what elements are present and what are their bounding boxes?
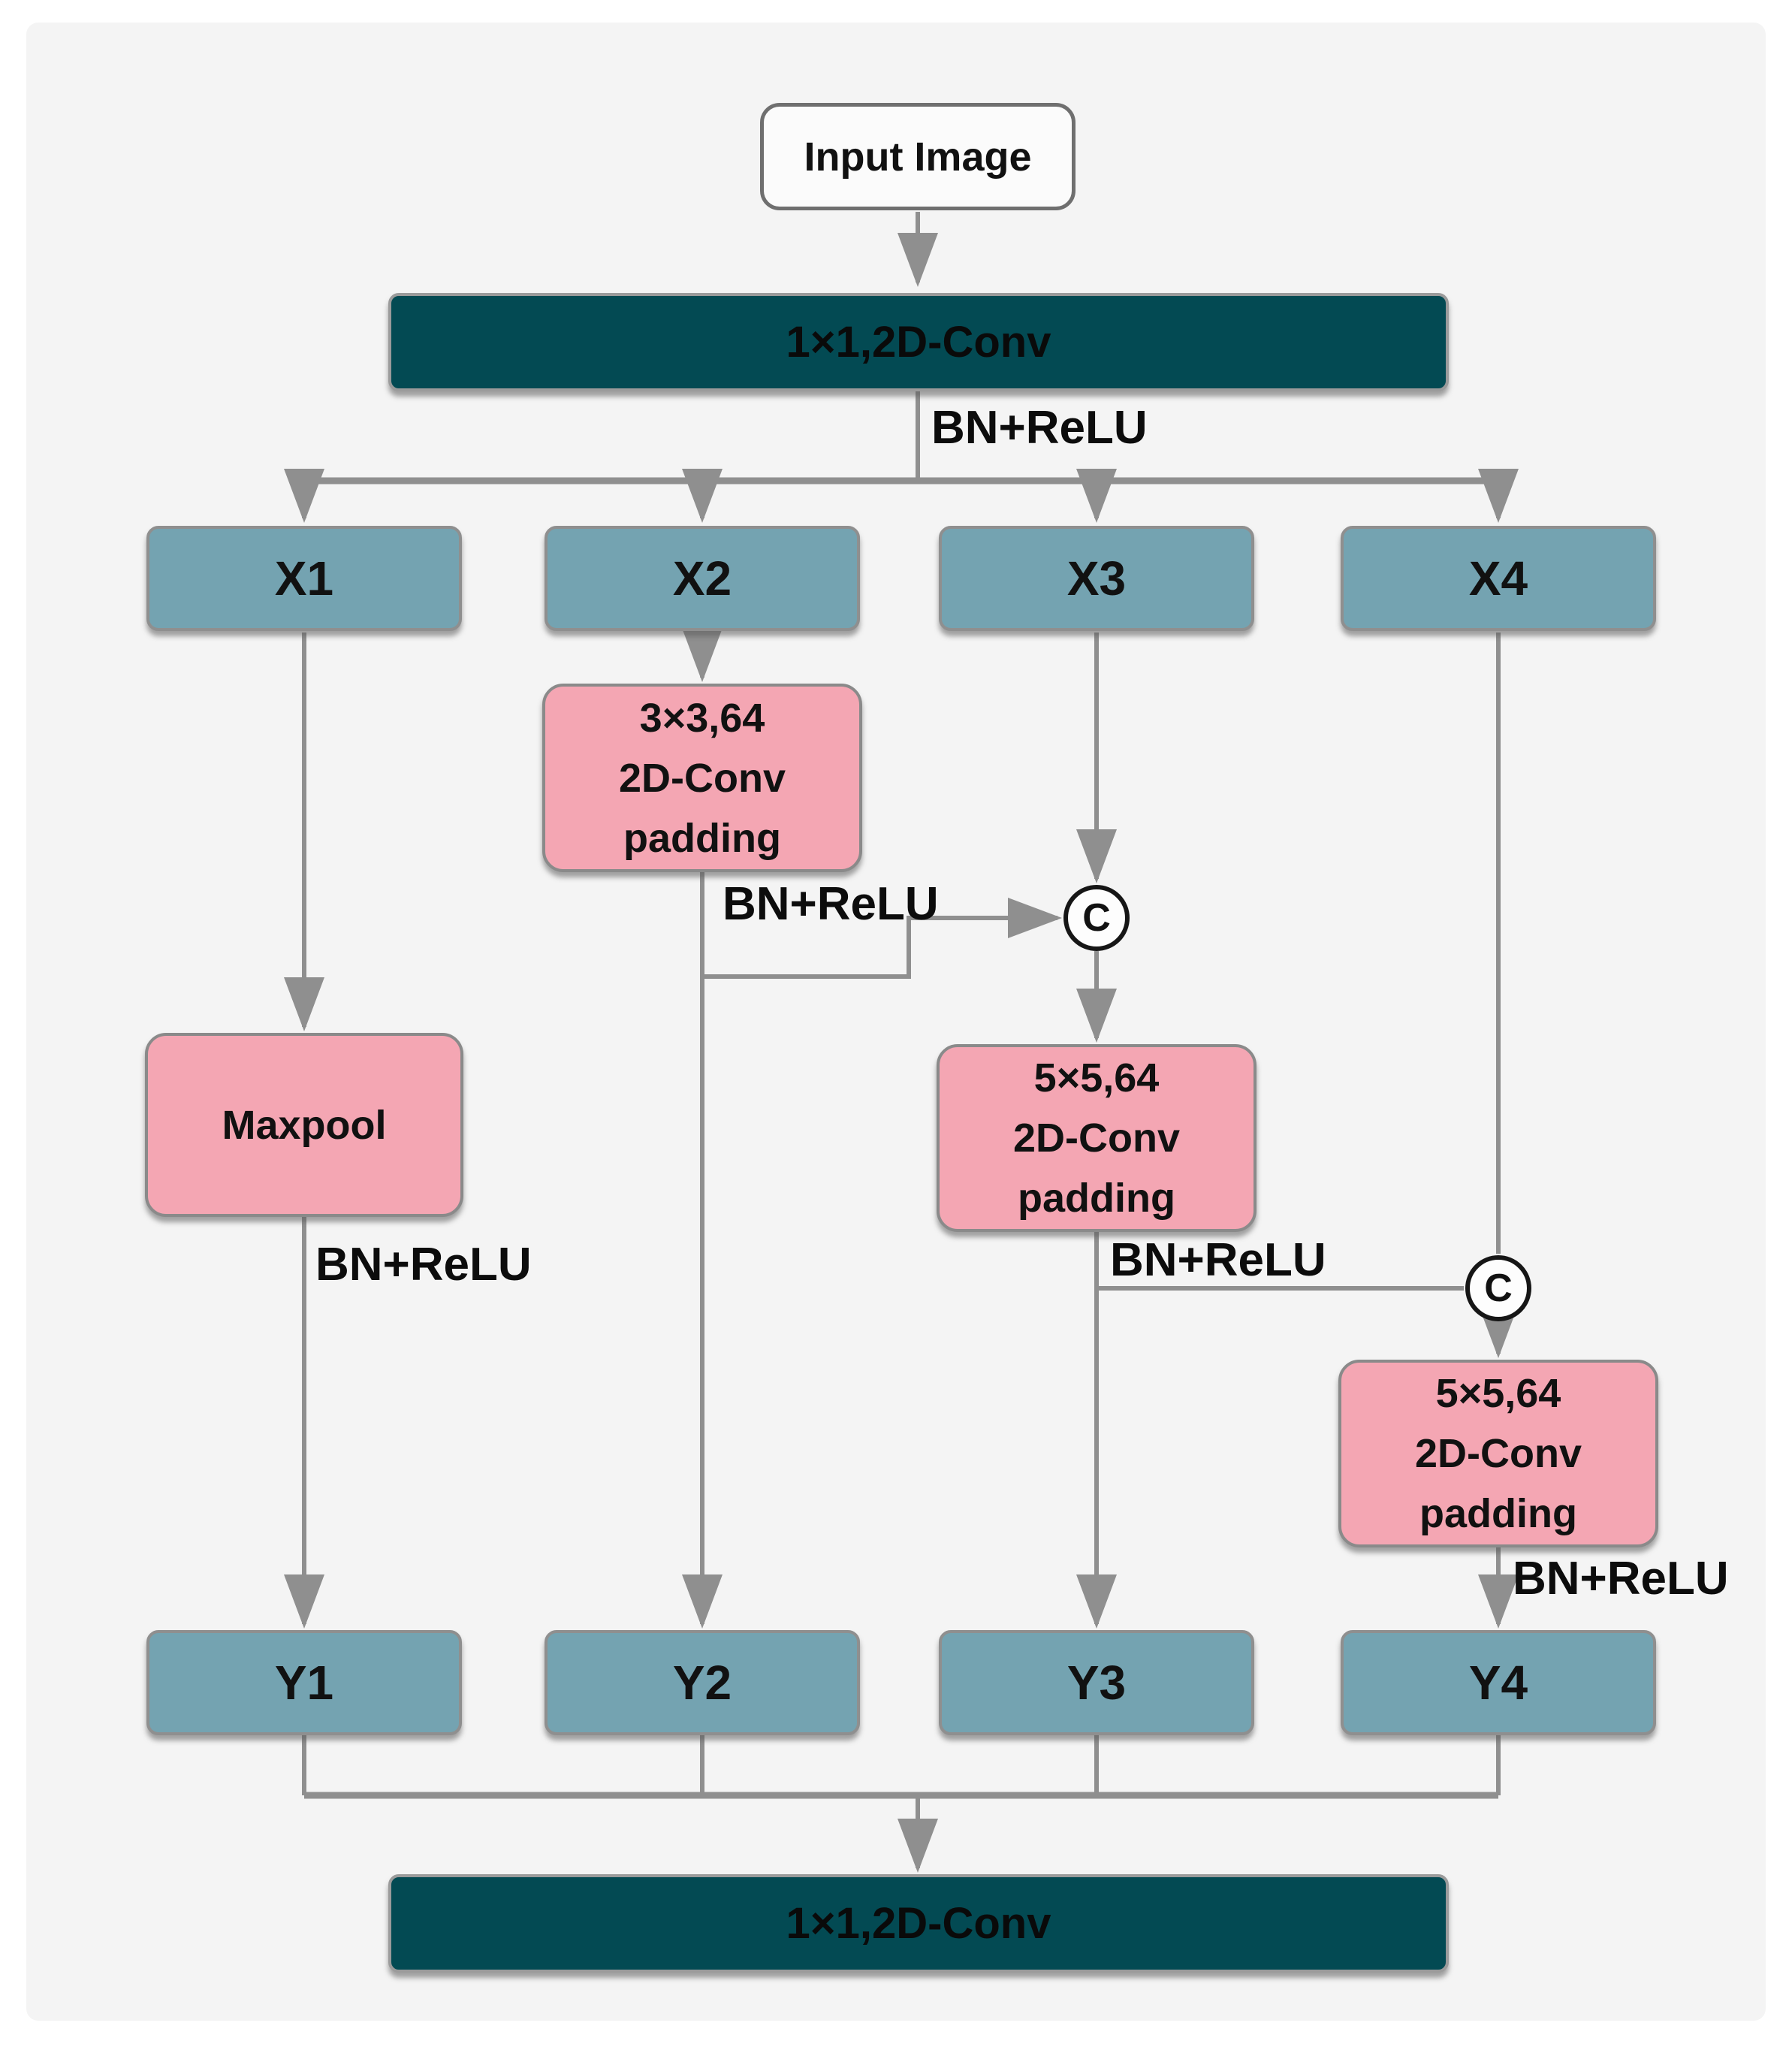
y3-label: Y3	[1066, 1656, 1127, 1710]
conv-5x5-a-line3: padding	[1018, 1176, 1175, 1221]
bn-relu-label-conv5x5b: BN+ReLU	[1513, 1553, 1729, 1605]
conv-3x3-line2: 2D-Conv	[618, 755, 786, 801]
x4-label: X4	[1468, 551, 1528, 605]
conv-3x3-node: 3×3,64 2D-Conv padding	[542, 684, 862, 872]
concat-1-label: C	[1082, 896, 1111, 940]
x4-node: X4	[1341, 526, 1656, 631]
x3-label: X3	[1066, 551, 1127, 605]
bn-relu-label-trunk: BN+ReLU	[931, 402, 1148, 454]
conv-1x1-top-label: 1×1,2D-Conv	[786, 318, 1051, 367]
x2-label: X2	[672, 551, 732, 605]
conv-5x5-a-node: 5×5,64 2D-Conv padding	[937, 1044, 1257, 1232]
conv-5x5-b-node: 5×5,64 2D-Conv padding	[1338, 1360, 1658, 1547]
y1-label: Y1	[274, 1656, 334, 1710]
conv-1x1-bottom-node: 1×1,2D-Conv	[388, 1874, 1449, 1973]
y4-label: Y4	[1468, 1656, 1528, 1710]
y3-node: Y3	[939, 1630, 1254, 1735]
conv-5x5-a-line1: 5×5,64	[1033, 1055, 1160, 1100]
bn-relu-label-conv5x5a: BN+ReLU	[1110, 1234, 1326, 1286]
conv-5x5-b-line3: padding	[1419, 1491, 1577, 1536]
x1-label: X1	[274, 551, 334, 605]
connector-conv3x3-branch-to-concat1	[702, 898, 1062, 979]
x2-node: X2	[545, 526, 860, 631]
input-image-node: Input Image	[760, 103, 1076, 210]
input-image-label: Input Image	[804, 134, 1032, 180]
y2-node: Y2	[545, 1630, 860, 1735]
bn-relu-label-maxpool: BN+ReLU	[315, 1239, 532, 1291]
maxpool-label: Maxpool	[222, 1102, 387, 1148]
conv-5x5-b-line1: 5×5,64	[1435, 1371, 1561, 1416]
conv-1x1-top-node: 1×1,2D-Conv	[388, 293, 1449, 391]
y1-node: Y1	[146, 1630, 462, 1735]
conv-5x5-a-line2: 2D-Conv	[1012, 1116, 1180, 1161]
y4-node: Y4	[1341, 1630, 1656, 1735]
concat-2-label: C	[1484, 1267, 1513, 1310]
maxpool-node: Maxpool	[145, 1033, 463, 1217]
conv-3x3-line1: 3×3,64	[639, 695, 765, 741]
x3-node: X3	[939, 526, 1254, 631]
concat-1-node: C	[1063, 885, 1130, 951]
bn-relu-label-conv3x3: BN+ReLU	[723, 878, 939, 930]
conv-3x3-line3: padding	[623, 815, 781, 861]
concat-2-node: C	[1465, 1255, 1531, 1321]
conv-1x1-bottom-label: 1×1,2D-Conv	[786, 1899, 1051, 1948]
x1-node: X1	[146, 526, 462, 631]
y2-label: Y2	[672, 1656, 732, 1710]
conv-5x5-b-line2: 2D-Conv	[1414, 1431, 1582, 1476]
